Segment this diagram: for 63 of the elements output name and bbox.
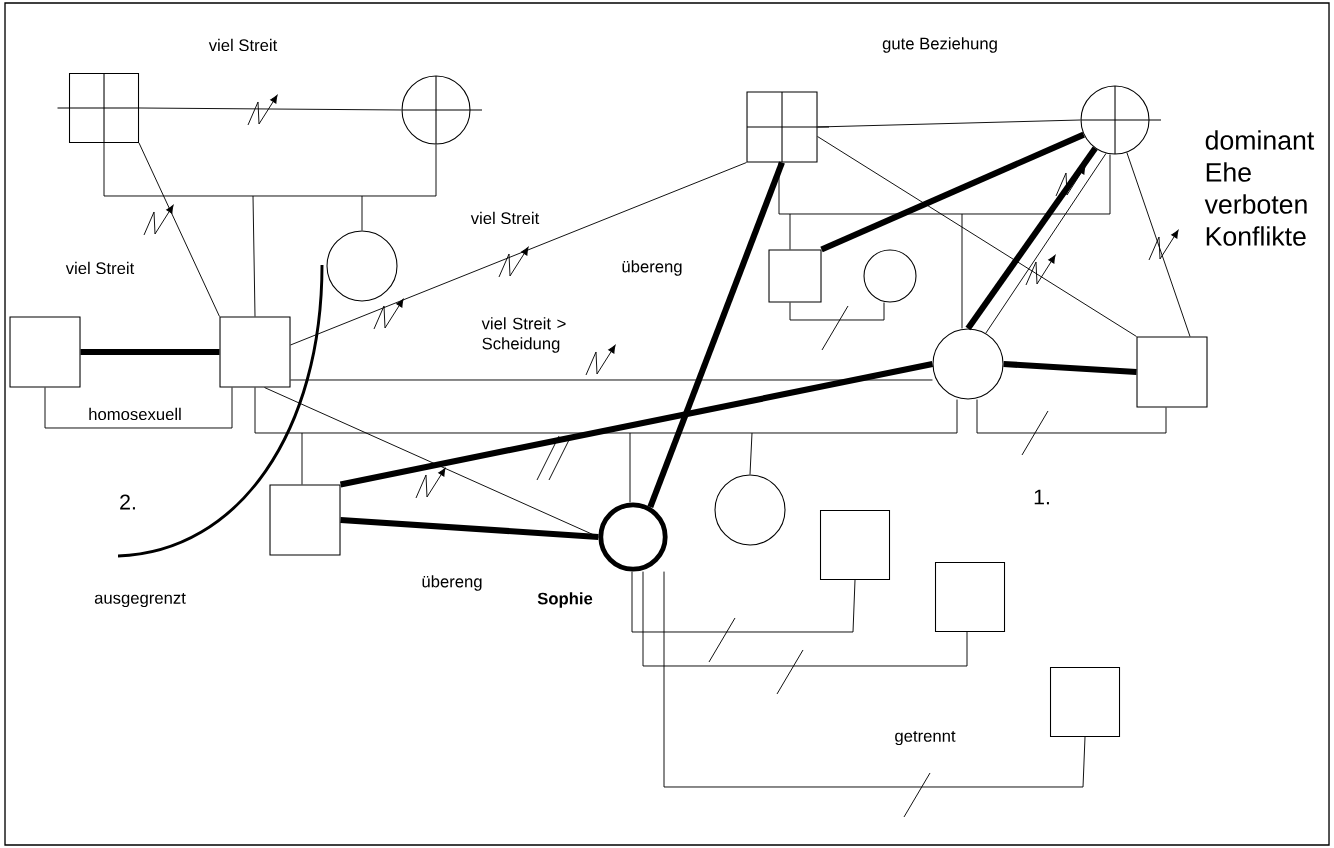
family-line (663, 571, 1086, 788)
relationship-line (339, 361, 934, 488)
person-name: Sophie (537, 592, 593, 608)
relationship-label: viel Streit (208, 38, 278, 52)
relationship-line (138, 142, 220, 317)
male-symbol (934, 561, 1006, 633)
relationship-line (340, 516, 599, 541)
family-line (44, 387, 233, 429)
male-symbol (1049, 666, 1121, 738)
relationship-line (647, 161, 785, 509)
male-symbol (9, 316, 81, 388)
family-line (103, 142, 437, 197)
female-symbol (326, 230, 398, 302)
deceased-male-symbol (746, 91, 830, 163)
relationship-line (965, 146, 1098, 331)
relationship-label: 1. (1034, 489, 1049, 505)
relationship-label: viel Streit (470, 211, 540, 225)
relationship-label: viel Streit (65, 261, 135, 275)
female-symbol (863, 249, 917, 303)
male-symbol (269, 484, 341, 556)
female-symbol (932, 328, 1004, 400)
family-line (254, 387, 958, 434)
relationship-label: gute Beziehung (882, 37, 997, 53)
relationship-line (80, 348, 220, 356)
relationship-line (1126, 152, 1191, 337)
female-symbol (714, 474, 786, 546)
relationship-line (1003, 360, 1137, 376)
deceased-female-symbol (401, 75, 483, 145)
family-line (252, 195, 256, 317)
relationship-label: getrennt (895, 730, 956, 746)
family-line (976, 399, 1167, 434)
male-symbol (819, 509, 891, 581)
family-line (361, 195, 363, 231)
male-symbol (768, 249, 822, 303)
family-line (629, 432, 631, 503)
female-symbol (598, 502, 668, 572)
family-line (789, 213, 791, 250)
relationship-label: ausgegrenzt (94, 592, 186, 608)
deceased-female-symbol (1080, 85, 1162, 155)
relationship-line (820, 131, 1085, 253)
relationship-label: übereng (422, 575, 482, 591)
family-line (789, 302, 885, 321)
male-symbol (219, 316, 291, 388)
family-line (961, 213, 963, 329)
relationship-line (138, 107, 402, 111)
relationship-line (817, 136, 1137, 337)
relationship-line (817, 119, 1081, 128)
relationship-label: übereng (622, 260, 682, 276)
relationship-label: homosexuell (89, 407, 181, 421)
relationship-line (264, 387, 599, 538)
family-line (749, 432, 753, 475)
deceased-male-symbol (56, 72, 140, 144)
relationship-line (985, 152, 1107, 334)
relationship-line (290, 162, 747, 346)
family-line (778, 154, 1111, 215)
male-symbol (1136, 336, 1208, 408)
relationship-line (290, 379, 933, 381)
family-line (301, 432, 303, 485)
relationship-label: 2. (120, 494, 135, 510)
relationship-label: dominant Ehe verboten Konflikte (1204, 130, 1315, 246)
relationship-label: viel Streit > Scheidung (481, 317, 566, 353)
family-line (642, 571, 968, 667)
family-line (631, 571, 856, 633)
